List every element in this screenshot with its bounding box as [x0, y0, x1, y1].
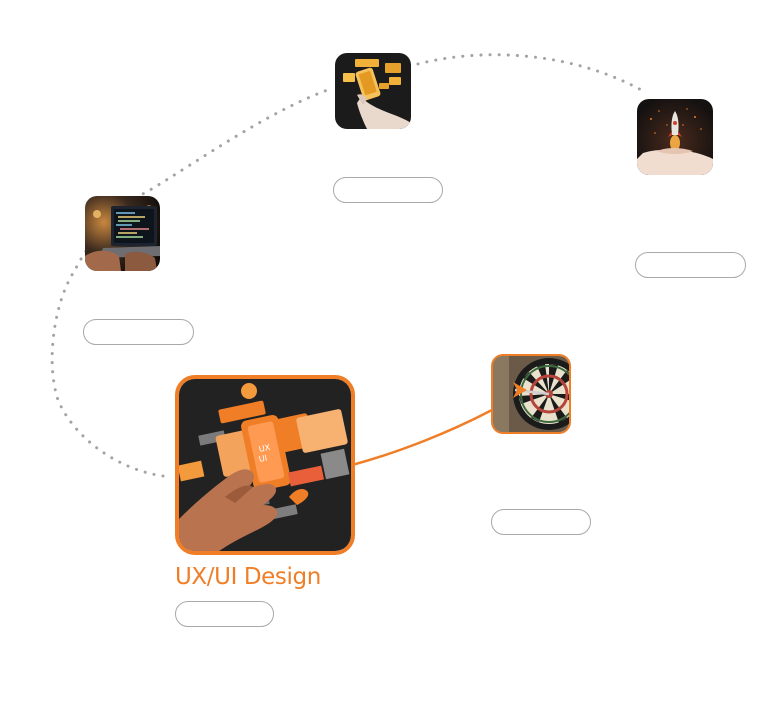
ux-ui-design-photo-icon: UX UI: [179, 379, 351, 551]
svg-text:UX: UX: [258, 443, 271, 454]
journey-node-ux-ui-design[interactable]: UX UI: [175, 375, 355, 555]
svg-text:UI: UI: [258, 453, 268, 464]
launch-label-placeholder: [635, 252, 746, 278]
phone-apps-photo-icon: [335, 53, 411, 129]
rocket-hand-photo-icon: [637, 99, 713, 175]
laptop-coding-photo-icon: [85, 196, 160, 271]
mobile-label-placeholder: [333, 177, 443, 203]
journey-node-mobile[interactable]: [335, 53, 411, 129]
target-label-placeholder: [491, 509, 591, 535]
journey-node-coding[interactable]: [85, 196, 160, 271]
journey-node-target[interactable]: [491, 354, 571, 434]
journey-node-launch[interactable]: [637, 99, 713, 175]
ux-ui-design-label-placeholder: [175, 601, 274, 627]
ux-ui-design-label: UX/UI Design: [175, 564, 321, 590]
active-connector: [351, 408, 493, 467]
dartboard-target-photo-icon: [493, 356, 569, 432]
coding-label-placeholder: [83, 319, 194, 345]
